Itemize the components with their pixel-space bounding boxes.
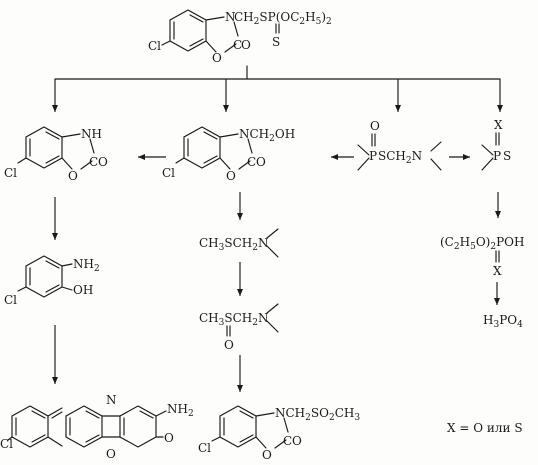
parent-ring-c: C <box>233 38 242 52</box>
phenoxazinone-cl: Cl <box>0 437 13 451</box>
phenoxazinone-n: N <box>106 393 117 407</box>
parent-ring-bonds <box>161 9 239 53</box>
oxon-chain: SCH2N <box>378 149 422 166</box>
parent-thione-s: S <box>272 35 280 49</box>
cyclic-p: P <box>493 149 501 163</box>
sulfone-group: NCH2SO2CH3 <box>275 406 360 423</box>
phosphoric-acid: H3PO4 <box>483 313 523 330</box>
oxon-o: O <box>370 119 380 133</box>
hydroxymethyl-cl: Cl <box>162 166 175 180</box>
benzoxazolone-ring-o: O <box>68 169 78 183</box>
benzoxazolone-cl: Cl <box>4 166 17 180</box>
aminophenol-nh2: NH2 <box>73 257 100 274</box>
cyclic-s: S <box>503 149 511 163</box>
sulfoxide-formula: CH3SCH2N <box>199 311 269 328</box>
compound-benzoxazolone: NH Cl O C O <box>4 126 108 183</box>
compound-phosphate-ester: (C2H5O)2POH X <box>440 235 524 278</box>
ester-formula: (C2H5O)2POH <box>440 235 524 252</box>
oxon-p: P <box>369 149 377 163</box>
phenoxazinone-nh2: NH2 <box>167 402 194 419</box>
compound-phenoxazinone: N NH2 O O Cl <box>0 393 194 461</box>
hydroxymethyl-group: NCH2OH <box>239 127 295 144</box>
benzoxazolone-nh: NH <box>81 127 102 141</box>
parent-carbonyl-o: O <box>241 38 251 52</box>
compound-thioether: CH3SCH2N <box>199 228 279 258</box>
parent-cl: Cl <box>148 39 161 53</box>
benzoxazolone-carbonyl-o: O <box>98 155 108 169</box>
hydroxymethyl-ring-o: O <box>226 169 236 183</box>
thioether-formula: CH3SCH2N <box>199 236 269 253</box>
sulfoxide-o: O <box>224 338 234 352</box>
parent-n-label: N <box>225 10 236 24</box>
compound-hydroxymethyl: NCH2OH Cl O C O <box>162 126 295 183</box>
benzoxazolone-ring-c: C <box>89 155 98 169</box>
parent-ring-o: O <box>212 51 222 65</box>
parent-compound: N CH2SP(OC2H5)2 S Cl O C O <box>148 9 332 65</box>
parent-chain: CH2SP(OC2H5)2 <box>234 10 332 27</box>
aminophenol-oh: OH <box>73 283 93 297</box>
compound-oxon: O P SCH2N <box>357 119 442 171</box>
sulfone-carbonyl-o: O <box>292 434 302 448</box>
cyclic-x: X <box>494 118 503 132</box>
branch-connectors <box>52 65 503 112</box>
phenoxazinone-keto-o: O <box>164 431 174 445</box>
hydroxymethyl-carbonyl-o: O <box>256 155 266 169</box>
sulfone-ring-o: O <box>262 448 272 462</box>
ester-x: X <box>493 264 502 278</box>
compound-sulfoxide: CH3SCH2N O <box>199 303 279 352</box>
aminophenol-cl: Cl <box>4 293 17 307</box>
compound-sulfone: NCH2SO2CH3 Cl O C O <box>198 405 360 462</box>
sulfone-ring-c: C <box>283 434 292 448</box>
legend-x-definition: X = O или S <box>447 421 523 435</box>
compound-aminophenol: NH2 OH Cl <box>4 255 100 307</box>
phenoxazinone-ring-o: O <box>106 447 116 461</box>
hydroxymethyl-ring-c: C <box>247 155 256 169</box>
compound-cyclic-p: X P S <box>481 118 511 171</box>
sulfone-cl: Cl <box>198 441 211 455</box>
